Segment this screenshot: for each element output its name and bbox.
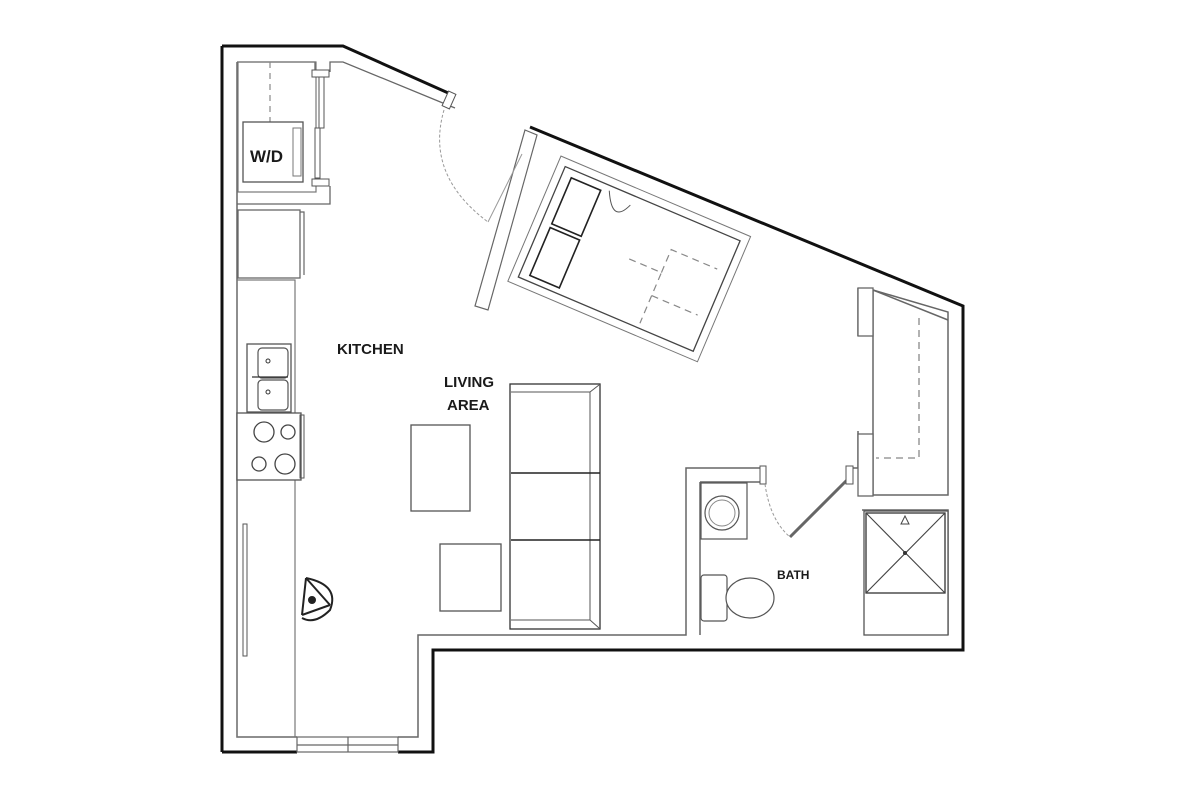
double-sink — [246, 343, 292, 413]
pantry-door[interactable] — [242, 523, 248, 657]
bathroom: BATH — [700, 465, 949, 636]
closet-wall-stub-top — [857, 287, 874, 337]
living-area-label-line2: AREA — [447, 397, 490, 414]
washer-dryer-closet: W/D — [237, 61, 456, 205]
closet-dashed — [876, 318, 920, 459]
drain-icon — [903, 551, 907, 555]
bath-label: BATH — [777, 568, 809, 582]
kitchen-label: KITCHEN — [337, 341, 404, 358]
ottoman — [439, 543, 502, 612]
cooktop — [236, 412, 305, 481]
coffee-table — [410, 424, 471, 512]
kitchen-counter — [236, 279, 296, 738]
pillow — [550, 176, 602, 238]
bifold-door[interactable] — [318, 75, 325, 129]
sofa — [509, 383, 601, 630]
entry-door[interactable] — [439, 90, 538, 311]
refrigerator — [237, 209, 301, 279]
bath-sink — [704, 495, 740, 531]
shower — [863, 510, 949, 636]
toilet — [700, 574, 775, 622]
bed — [507, 155, 752, 363]
bath-door-swing — [764, 483, 791, 538]
desk-chair — [301, 577, 334, 622]
door-swing-arc — [439, 109, 489, 223]
bath-vanity — [700, 482, 748, 540]
closet-wall-stub-bottom — [857, 433, 874, 497]
pillow — [528, 226, 581, 289]
outer-wall — [222, 44, 965, 754]
living-area-label-line1: LIVING — [444, 374, 494, 391]
showerhead-icon — [900, 514, 910, 525]
window — [296, 736, 399, 753]
bath-door[interactable] — [788, 478, 849, 539]
washer-dryer-label: W/D — [250, 147, 283, 166]
